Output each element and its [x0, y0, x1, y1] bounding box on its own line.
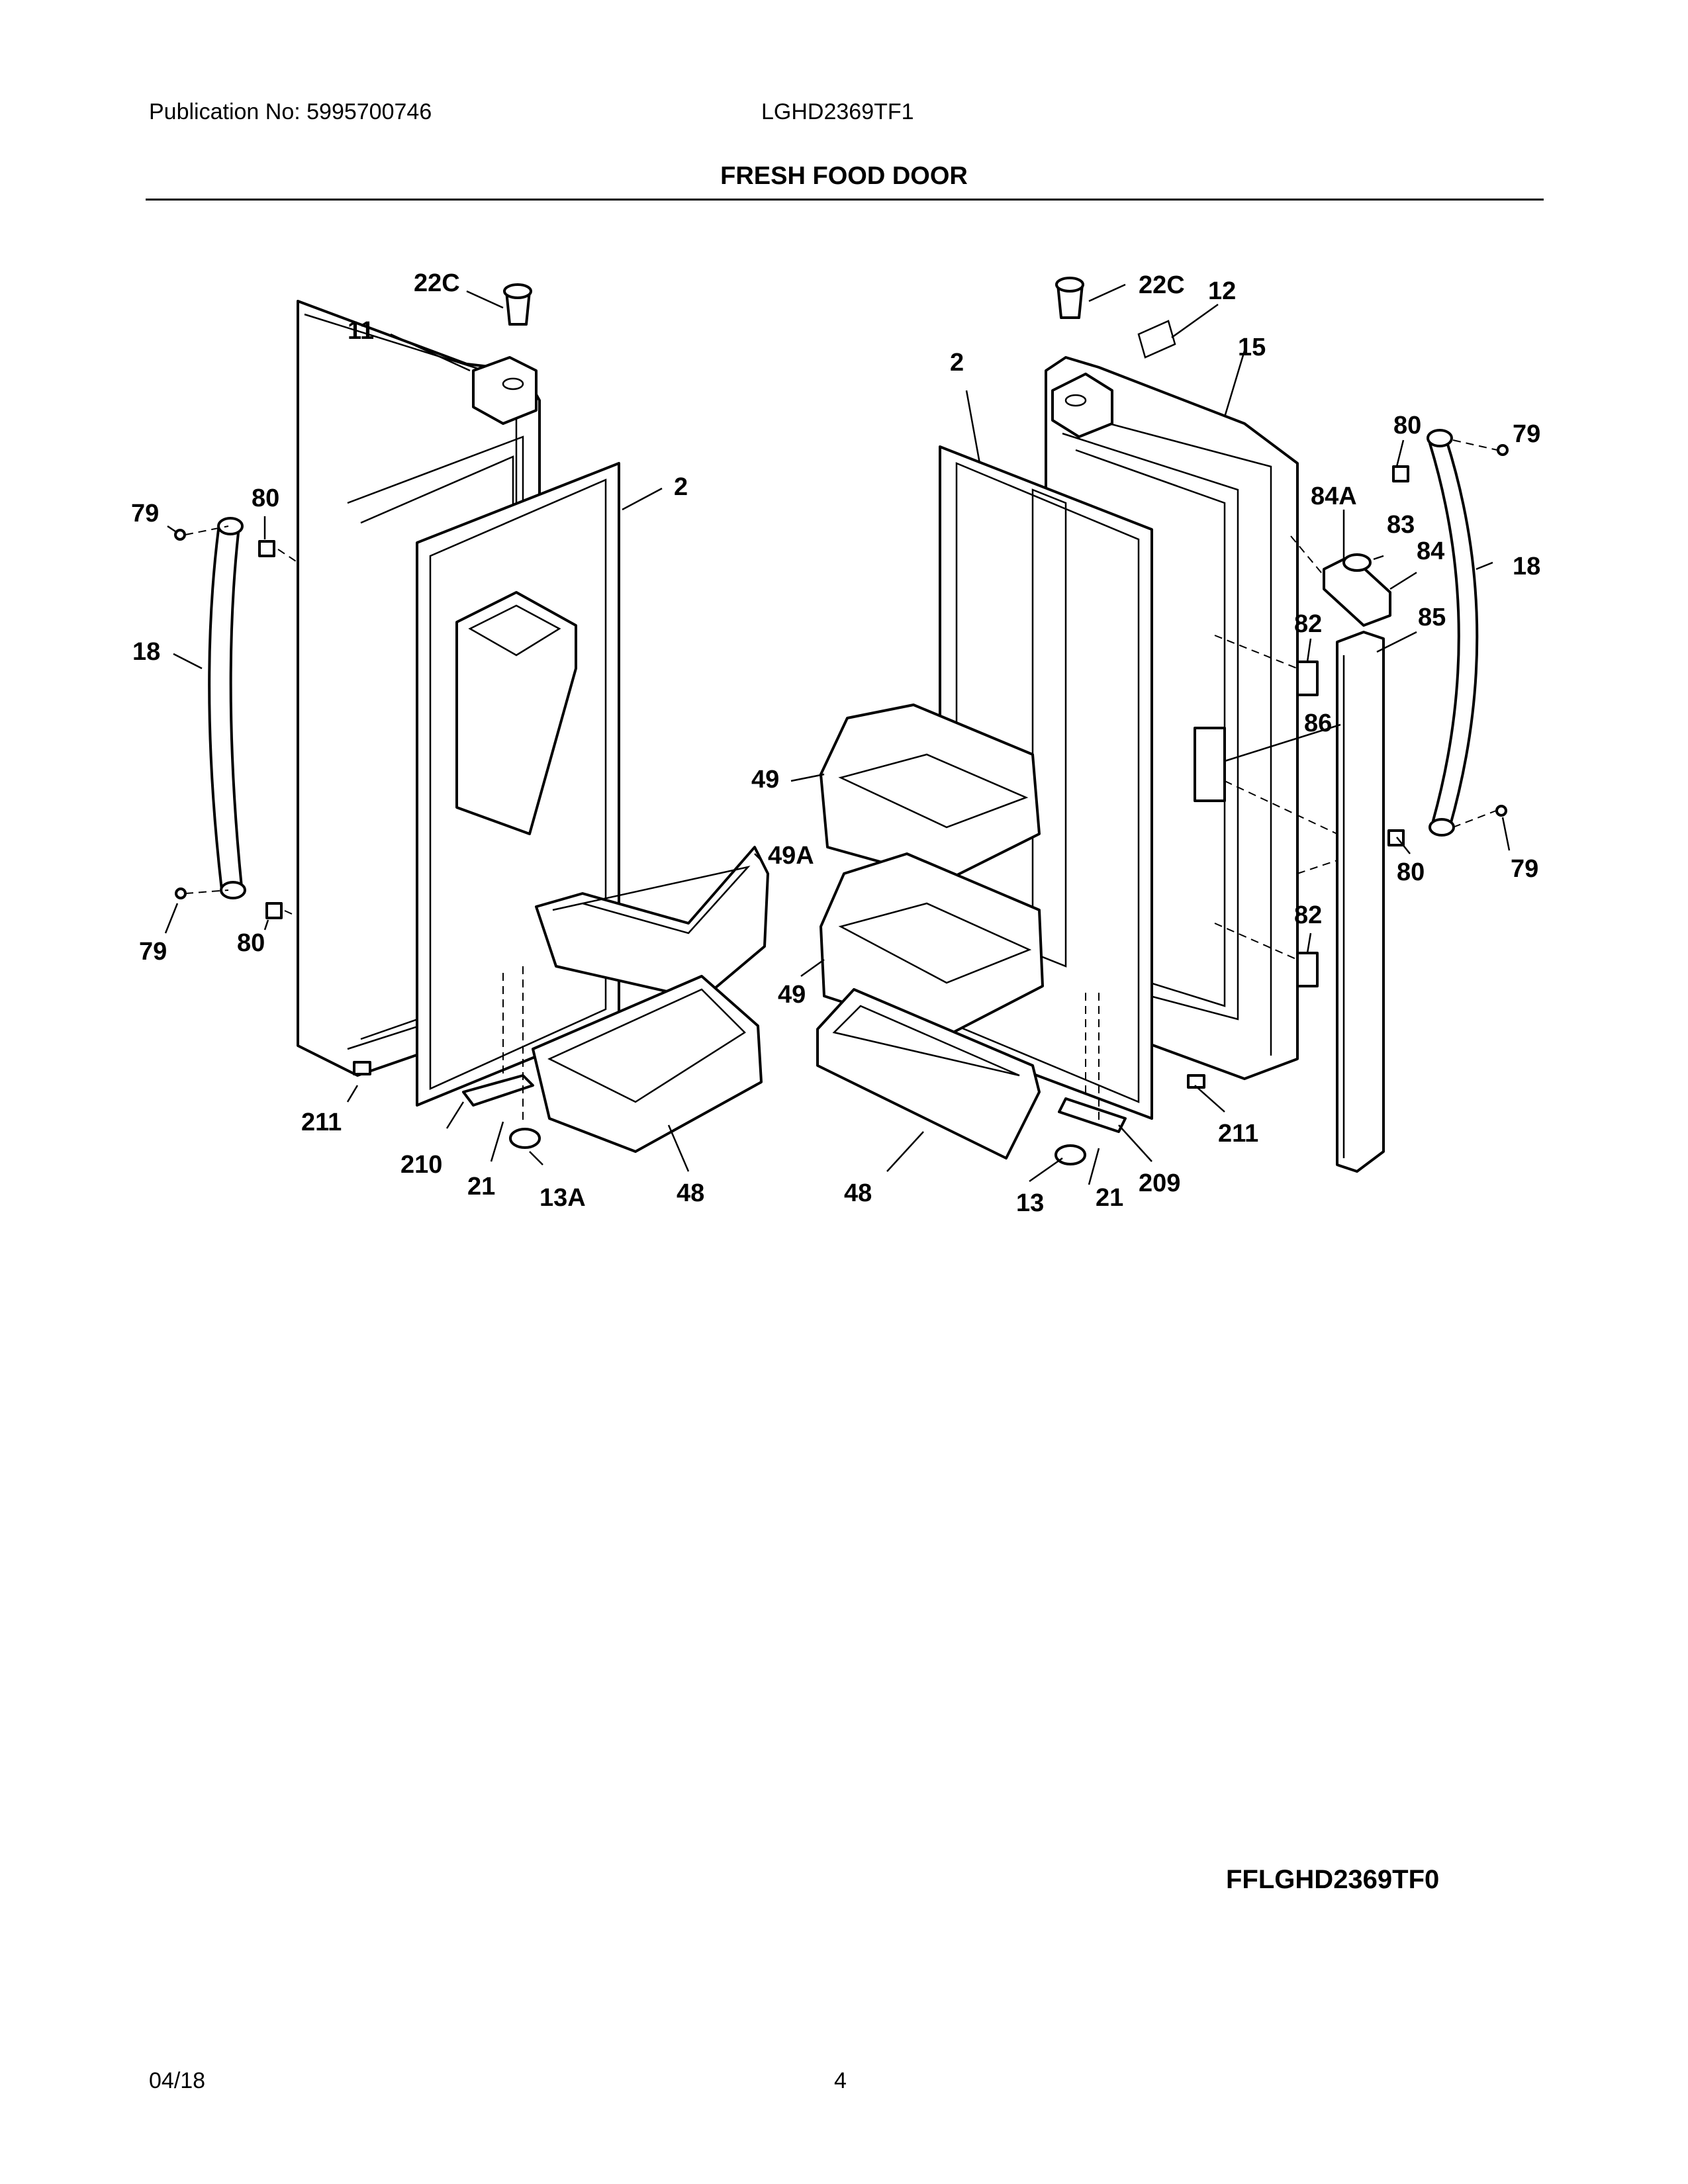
- right-handle[interactable]: [1429, 439, 1479, 829]
- callout-48-right: 48: [844, 1179, 872, 1207]
- right-door-bin-48[interactable]: [816, 988, 1041, 1160]
- right-door-switch-86[interactable]: [1194, 727, 1226, 802]
- callout-84a: 84A: [1311, 482, 1357, 510]
- right-door-bin-49-upper[interactable]: [820, 704, 1041, 882]
- door-stop-82-top[interactable]: [1296, 660, 1319, 696]
- model-number: LGHD2369TF1: [761, 99, 914, 124]
- callout-82-bottom: 82: [1294, 901, 1322, 929]
- callout-11: 11: [348, 317, 374, 345]
- callout-13: 13: [1016, 1189, 1044, 1217]
- callout-48-left: 48: [677, 1179, 704, 1207]
- callout-84: 84: [1417, 537, 1444, 565]
- callout-79-top-left: 79: [131, 500, 159, 527]
- callout-209: 209: [1139, 1169, 1180, 1197]
- callout-22c-right: 22C: [1139, 271, 1185, 299]
- callout-49-bottom: 49: [778, 981, 806, 1009]
- diagram-code: FFLGHD2369TF0: [1226, 1865, 1440, 1894]
- callout-18-right: 18: [1513, 553, 1540, 580]
- hinge-trim-85[interactable]: [1336, 631, 1385, 1173]
- left-door-bin-48[interactable]: [532, 975, 763, 1153]
- callout-80-bottom-left: 80: [237, 929, 265, 957]
- callout-86: 86: [1304, 709, 1332, 737]
- left-door-assembly: [174, 283, 769, 1153]
- left-handle[interactable]: [208, 528, 243, 891]
- section-title: FRESH FOOD DOOR: [720, 162, 968, 190]
- hinge-cap-83[interactable]: [1342, 553, 1372, 572]
- label-12: [1137, 320, 1176, 359]
- publication-number: Publication No: 5995700746: [149, 99, 432, 124]
- callout-79-bottom-left: 79: [139, 938, 167, 966]
- callout-211-left: 211: [301, 1109, 342, 1136]
- callout-49-top: 49: [751, 766, 779, 794]
- callout-82-top: 82: [1294, 610, 1322, 638]
- callout-85: 85: [1418, 604, 1446, 631]
- page-number: 4: [834, 2068, 847, 2093]
- left-hinge-210[interactable]: [462, 1074, 534, 1107]
- callout-79-top-right: 79: [1513, 420, 1540, 448]
- callout-210: 210: [400, 1151, 442, 1179]
- callout-49a: 49A: [768, 842, 814, 870]
- footer-date: 04/18: [149, 2068, 206, 2093]
- callout-80-top-right: 80: [1393, 412, 1421, 439]
- callout-79-bottom-right: 79: [1511, 855, 1538, 883]
- callout-18-left: 18: [132, 638, 160, 666]
- callout-80-top-left: 80: [252, 484, 279, 512]
- callout-83: 83: [1387, 511, 1415, 539]
- callout-2-left: 2: [674, 473, 688, 501]
- leader-lines: [164, 283, 1511, 1185]
- right-door-assembly: [816, 277, 1509, 1173]
- right-hinge-209[interactable]: [1058, 1097, 1127, 1133]
- callout-21-right: 21: [1096, 1184, 1123, 1212]
- door-stop-82-bottom[interactable]: [1296, 952, 1319, 987]
- callout-labels: 22C 11 2 79 80 18 79 80 49A 211 210 21 1…: [131, 269, 1540, 1217]
- callout-80-bottom-right: 80: [1397, 858, 1425, 886]
- callout-15: 15: [1238, 334, 1266, 361]
- callout-211-right: 211: [1218, 1120, 1258, 1148]
- callout-13a: 13A: [539, 1184, 586, 1212]
- callout-21-left: 21: [467, 1173, 495, 1201]
- callout-12: 12: [1208, 277, 1236, 305]
- header-rule: [146, 199, 1544, 201]
- exploded-parts-diagram: 22C 11 2 79 80 18 79 80 49A 211 210 21 1…: [131, 269, 1540, 1217]
- callout-2-right: 2: [950, 349, 964, 377]
- callout-22c-left: 22C: [414, 269, 460, 297]
